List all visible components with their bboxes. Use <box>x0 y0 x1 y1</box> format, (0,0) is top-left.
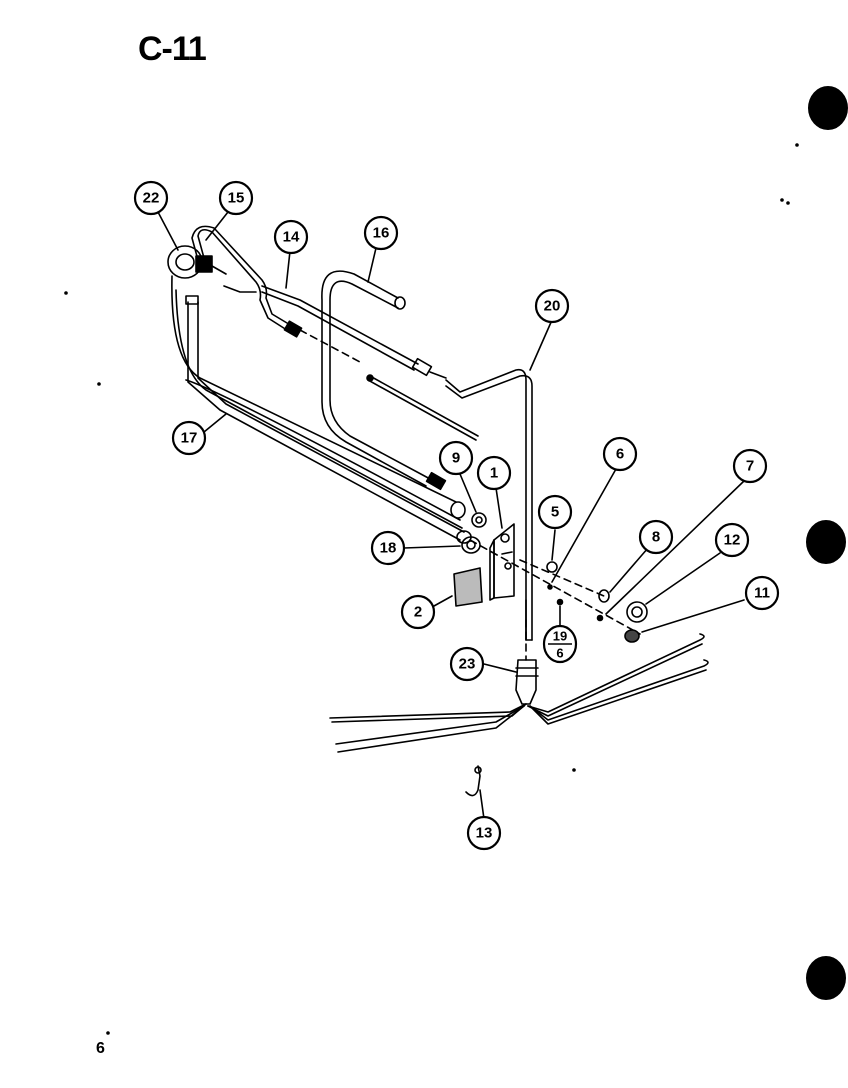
callout-2: 2 <box>414 604 422 621</box>
callout-7: 7 <box>746 458 754 475</box>
part-8-washer <box>598 589 610 603</box>
part-20-tube <box>445 368 533 641</box>
page-number: 6 <box>96 1040 105 1057</box>
callout-23: 23 <box>459 656 476 673</box>
leader-lines <box>157 211 745 820</box>
callout-22: 22 <box>143 190 160 207</box>
callout-13: 13 <box>476 825 493 842</box>
callout-12: 12 <box>724 532 741 549</box>
callout-15: 15 <box>228 190 245 207</box>
part-14-tube <box>261 285 479 441</box>
part-11-nut <box>624 629 640 643</box>
callout-circles <box>133 180 780 851</box>
part-5-washer <box>546 561 558 573</box>
binder-hole-top <box>808 86 848 130</box>
callout-19-numerator: 19 <box>553 629 567 644</box>
callout-14: 14 <box>283 229 300 246</box>
part-1-bracket <box>489 523 515 601</box>
callout-8: 8 <box>652 529 660 546</box>
callout-6: 6 <box>616 446 624 463</box>
part-13-clip <box>465 765 482 797</box>
part-23-distributor <box>329 633 709 753</box>
explode-line <box>299 329 641 661</box>
part-2-gasket <box>453 567 483 607</box>
page-title: C-11 <box>138 30 207 68</box>
callout-11: 11 <box>754 585 770 602</box>
part-15-tube <box>191 225 303 338</box>
callout-5: 5 <box>551 504 559 521</box>
part-16-tube <box>321 270 447 491</box>
part-12-nut <box>626 601 648 623</box>
binder-hole-middle <box>806 520 846 564</box>
callout-19-denominator: 6 <box>556 646 563 661</box>
callout-9: 9 <box>452 450 460 467</box>
part-22-valve <box>167 245 227 279</box>
callout-17: 17 <box>181 430 198 447</box>
binder-hole-bottom <box>806 956 846 1000</box>
callout-16: 16 <box>373 225 390 242</box>
part-17-tube <box>171 275 472 544</box>
callout-1: 1 <box>490 465 498 482</box>
callout-20: 20 <box>544 298 561 315</box>
part-9-grommet <box>471 512 487 528</box>
callout-18: 18 <box>380 540 397 557</box>
